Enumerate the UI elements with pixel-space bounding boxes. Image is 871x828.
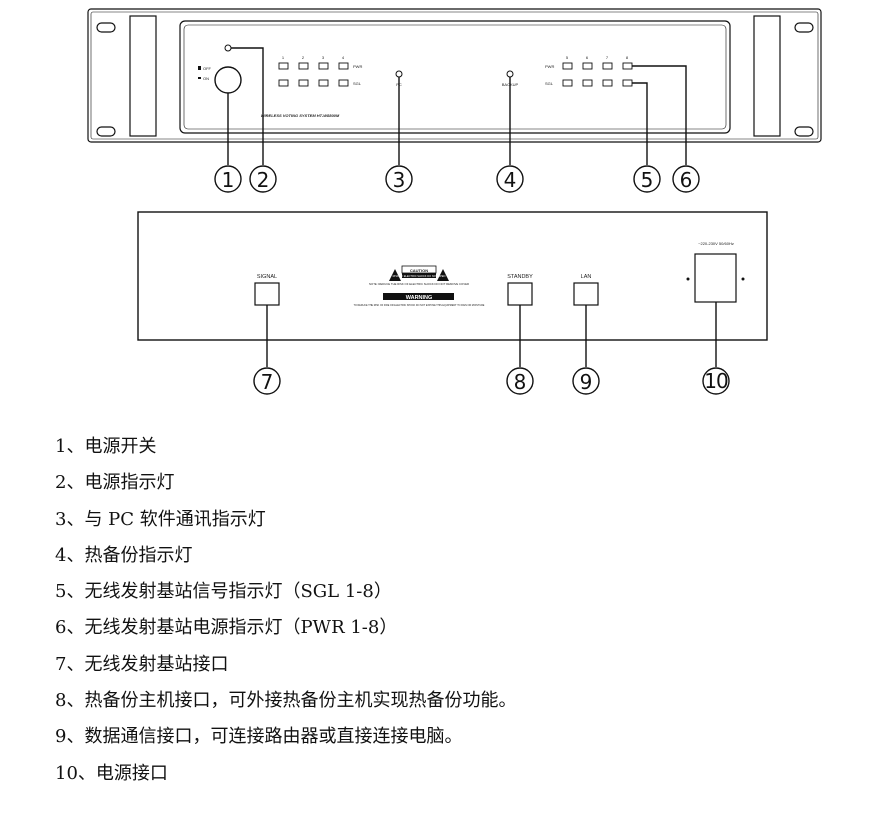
warning-title: WARNING	[406, 295, 433, 301]
callout-10: 10	[702, 367, 730, 395]
pc-indicator	[395, 70, 403, 78]
callout-7: 7	[253, 367, 281, 395]
svg-text:10: 10	[704, 369, 728, 393]
system-name-label: WIRELESS VOTING SYSTEM HT-W8800M	[261, 113, 340, 118]
rack-hole	[96, 22, 116, 33]
front-faceplate	[179, 20, 731, 134]
channel-label: 5	[566, 55, 569, 60]
callout-4: 4	[496, 165, 524, 193]
callout-9: 9	[572, 367, 600, 395]
leader-line-5	[632, 82, 648, 165]
pwr-led	[298, 62, 309, 70]
pwr-led	[582, 62, 593, 70]
svg-text:6: 6	[680, 168, 693, 192]
pwr-row-label: PWR	[353, 64, 362, 69]
rack-ear-left	[129, 15, 157, 137]
pwr-led	[278, 62, 289, 70]
svg-text:3: 3	[393, 168, 406, 192]
lan-port	[573, 282, 599, 306]
leader-line-6	[632, 65, 687, 165]
rack-hole	[96, 126, 116, 137]
channel-label: 3	[322, 55, 325, 60]
sgl-led	[562, 79, 573, 87]
channel-label: 1	[282, 55, 285, 60]
callout-5: 5	[633, 165, 661, 193]
svg-text:8: 8	[514, 370, 527, 394]
pwr-led	[338, 62, 349, 70]
pwr-led	[318, 62, 329, 70]
power-switch	[214, 66, 242, 94]
backup-indicator	[506, 70, 514, 78]
sgl-led	[278, 79, 289, 87]
signal-port	[254, 282, 280, 306]
legend-item: 4、热备份指示灯	[55, 544, 193, 566]
channel-label: 2	[302, 55, 305, 60]
sgl-row-label: SGL	[545, 81, 554, 86]
switch-on-label: ON	[203, 76, 209, 81]
svg-text:1: 1	[222, 168, 235, 192]
callout-3: 3	[385, 165, 413, 193]
sgl-row-label: SGL	[353, 81, 362, 86]
channel-label: 8	[626, 55, 629, 60]
callout-2: 2	[249, 165, 277, 193]
callout-6: 6	[672, 165, 700, 193]
pwr-led	[622, 62, 633, 70]
sgl-led	[622, 79, 633, 87]
rack-hole	[794, 126, 814, 137]
standby-port	[507, 282, 533, 306]
standby-label: STANDBY	[507, 274, 533, 280]
power-indicator	[224, 44, 232, 52]
screw-hole	[686, 277, 690, 281]
legend-item: 1、电源开关	[55, 436, 157, 457]
legend-list: 1、电源开关 2、电源指示灯 3、与 PC 软件通讯指示灯 4、热备份指示灯 5…	[55, 430, 516, 793]
rear-panel	[137, 211, 768, 341]
caution-note: NOTE: REDUCE THE RISK OF ELECTRIC SHOCK …	[369, 282, 469, 286]
rack-ear-right	[753, 15, 781, 137]
led-bank-right: 5 6 7 8 PWR SGL	[545, 55, 633, 87]
legend-item: 5、无线发射基站信号指示灯（SGL 1-8）	[55, 581, 392, 603]
power-socket	[694, 253, 737, 303]
sgl-led	[602, 79, 613, 87]
channel-label: 6	[586, 55, 589, 60]
callout-1: 1	[214, 165, 242, 193]
led-bank-left: 1 2 3 4 PWR SGL	[278, 55, 362, 87]
legend-item: 2、电源指示灯	[55, 472, 175, 494]
lan-label: LAN	[581, 274, 592, 280]
svg-text:7: 7	[261, 370, 274, 394]
channel-label: 7	[606, 55, 609, 60]
sgl-led	[582, 79, 593, 87]
device-panel-diagram: OFF ON 1 2 3 4 PWR SGL PC BACKUP 5 6 7 8…	[87, 8, 822, 395]
sgl-led	[338, 79, 349, 87]
legend-item: 9、数据通信接口，可连接路由器或直接连接电脑。	[55, 726, 463, 748]
caution-title: CAUTION	[410, 268, 428, 273]
sgl-led	[298, 79, 309, 87]
legend-item: 8、热备份主机接口，可外接热备份主机实现热备份功能。	[55, 690, 517, 712]
legend-item: 10、电源接口	[55, 762, 168, 784]
front-panel-chassis	[87, 8, 822, 143]
svg-text:5: 5	[641, 168, 654, 192]
screw-hole	[741, 277, 745, 281]
power-rating-label: ~220-230V 50/60Hz	[698, 241, 734, 246]
leader-line-2	[231, 47, 264, 165]
pwr-led	[562, 62, 573, 70]
legend-item: 7、无线发射基站接口	[55, 653, 229, 675]
svg-text:4: 4	[504, 168, 517, 192]
switch-off-label: OFF	[203, 66, 212, 71]
sgl-led	[318, 79, 329, 87]
svg-text:9: 9	[580, 370, 593, 394]
signal-label: SIGNAL	[257, 274, 277, 280]
legend-item: 3、与 PC 软件通讯指示灯	[55, 508, 266, 530]
caution-subtitle: RISK OF ELECTRIC SHOCK DO NOT OPEN	[393, 274, 446, 278]
pwr-row-label: PWR	[545, 64, 554, 69]
legend-item: 6、无线发射基站电源指示灯（PWR 1-8）	[55, 617, 398, 639]
svg-text:2: 2	[257, 168, 270, 192]
pwr-led	[602, 62, 613, 70]
warning-note: TO REDUCE THE RISK OF FIRE OR ELECTRIC S…	[354, 304, 485, 307]
channel-label: 4	[342, 55, 345, 60]
callout-8: 8	[506, 367, 534, 395]
caution-warning-label: CAUTION RISK OF ELECTRIC SHOCK DO NOT OP…	[354, 265, 485, 307]
rack-hole	[794, 22, 814, 33]
